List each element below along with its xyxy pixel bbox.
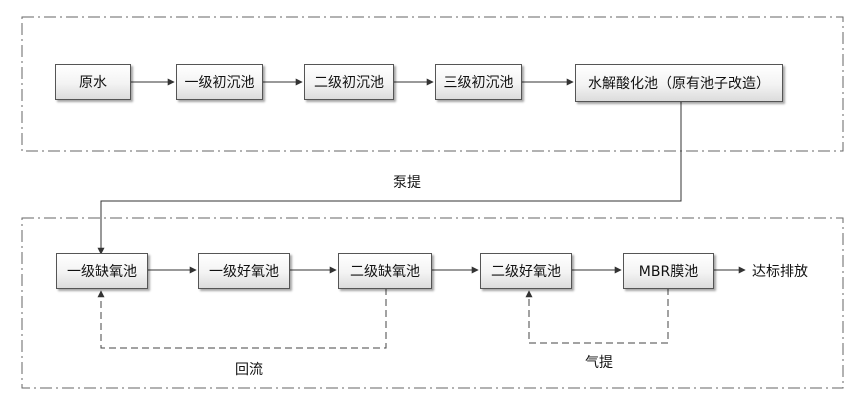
hydrolysis-acidification-box: 水解酸化池（原有池子改造）	[575, 64, 783, 102]
primary-clarifier-1-box: 一级初沉池	[176, 64, 263, 100]
reflux-loop	[97, 288, 387, 349]
pump-connector	[97, 102, 682, 255]
mbr-membrane-tank-box: MBR膜池	[623, 253, 714, 289]
primary-clarifier-2-box: 二级初沉池	[304, 64, 394, 100]
air-lift-label: 气提	[585, 355, 613, 371]
raw-water-box: 原水	[55, 64, 131, 100]
anoxic-tank-1-box: 一级缺氧池	[56, 253, 148, 289]
pump-label: 泵提	[393, 175, 421, 191]
anoxic-tank-2-box: 二级缺氧池	[338, 253, 432, 289]
primary-clarifier-3-box: 三级初沉池	[435, 64, 522, 100]
aerobic-tank-1-box: 一级好氧池	[198, 253, 290, 289]
reflux-label: 回流	[235, 362, 263, 378]
stage-1-group-frame	[21, 16, 844, 152]
aerobic-tank-2-box: 二级好氧池	[480, 253, 572, 289]
stage-2-group-frame	[21, 217, 844, 389]
air-lift-loop	[525, 288, 669, 344]
discharge-label: 达标排放	[752, 264, 808, 280]
